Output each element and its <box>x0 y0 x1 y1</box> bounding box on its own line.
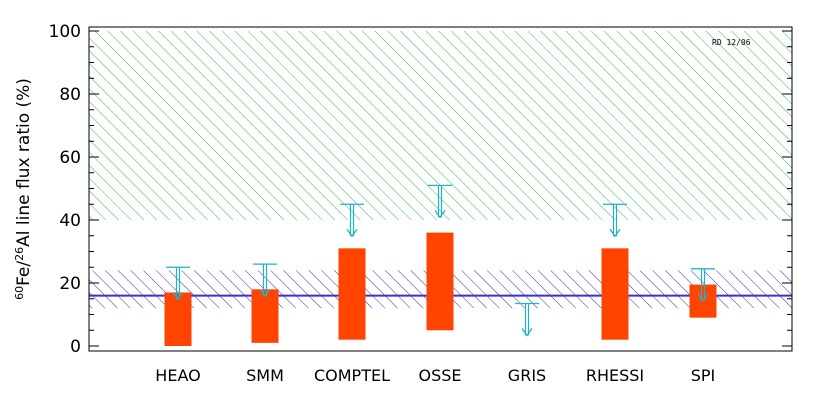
upper-limit-rhessi <box>603 203 627 238</box>
upper-limit-comptel <box>340 203 364 238</box>
upper-limit-markers <box>166 184 715 337</box>
limit-arrow-head <box>259 288 271 298</box>
x-axis-category-labels: HEAO SMM COMPTEL OSSE GRIS RHESSI SPI <box>155 366 715 385</box>
x-category-label: SMM <box>246 366 284 385</box>
ylabel-iso2-mass: 26 <box>13 247 26 261</box>
range-bar-smm <box>251 289 279 343</box>
x-category-label: COMPTEL <box>314 366 390 385</box>
range-bars <box>164 232 717 346</box>
x-category-label: GRIS <box>508 366 546 385</box>
y-tick-label: 80 <box>59 85 81 105</box>
limit-arrow-head <box>346 228 358 238</box>
x-category-label: OSSE <box>418 366 461 385</box>
upper-limit-smm <box>253 263 277 298</box>
upper-limit-spi <box>691 268 715 302</box>
y-tick-label: 0 <box>70 337 81 357</box>
limit-arrow-head <box>521 328 533 337</box>
ylabel-iso2-elem: Al line flux ratio (%) <box>14 78 34 247</box>
x-category-label: HEAO <box>155 366 200 385</box>
y-tick-label: 40 <box>59 211 81 231</box>
range-bar-rhessi <box>601 248 629 340</box>
x-category-label: RHESSI <box>586 366 644 385</box>
y-axis-label: 60Fe/26Al line flux ratio (%) <box>13 78 34 300</box>
ylabel-iso1-elem: Fe/ <box>14 261 34 286</box>
range-bar-heao <box>164 292 192 346</box>
limit-arrow-head <box>609 228 621 238</box>
limit-arrow-head <box>434 209 446 219</box>
upper-limit-osse <box>428 184 452 219</box>
x-category-label: SPI <box>691 366 716 385</box>
limit-arrow-head <box>697 293 709 302</box>
ylabel-iso1-mass: 60 <box>13 286 26 300</box>
upper-limit-heao <box>166 266 190 301</box>
range-bar-comptel <box>338 248 366 340</box>
upper-limit-gris <box>515 302 539 337</box>
range-bar-osse <box>426 232 454 331</box>
hatched-band-0 <box>89 31 792 220</box>
limit-arrow-head <box>172 291 184 301</box>
y-tick-label: 60 <box>59 148 81 168</box>
y-axis: 0 20 40 60 80 100 <box>49 22 792 357</box>
corner-tag: RD 12/06 <box>712 38 751 47</box>
y-tick-label: 20 <box>59 274 81 294</box>
y-tick-label: 100 <box>49 22 81 42</box>
